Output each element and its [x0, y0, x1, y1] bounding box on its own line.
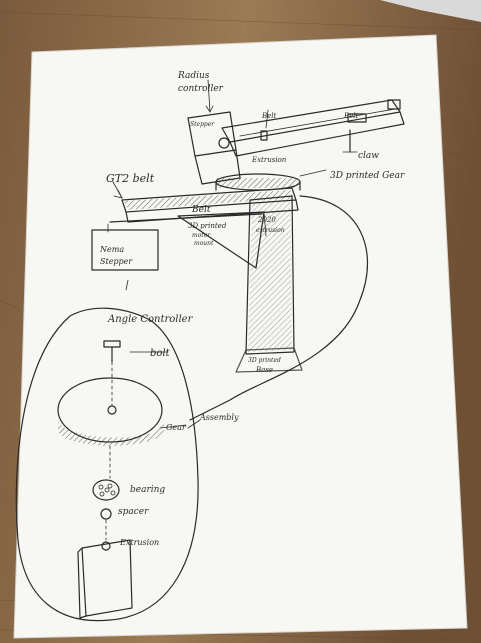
- label-extrusion-top: Extrusion: [251, 156, 287, 164]
- label-motor-mount-3: mount: [194, 240, 214, 247]
- label-controller: controller: [178, 84, 224, 94]
- label-claw: claw: [358, 151, 379, 161]
- label-2020-1: 2020: [257, 216, 276, 224]
- label-stepper: Stepper: [190, 121, 215, 128]
- label-belt-top2: Belt: [343, 112, 359, 120]
- label-gear: Gear: [166, 423, 187, 432]
- label-radius: Radius: [177, 71, 210, 81]
- label-belt-mid: Belt: [191, 205, 211, 215]
- label-belt-top1: Belt: [261, 112, 277, 120]
- label-assembly: Assembly: [199, 413, 239, 422]
- label-gt2-belt: GT2 belt: [106, 172, 155, 185]
- label-bolt: bolt: [150, 348, 171, 359]
- label-motor-mount-2: motor: [192, 232, 211, 239]
- label-spacer: spacer: [118, 507, 149, 517]
- label-base-2: Base: [255, 366, 273, 374]
- label-2020-2: extrusion: [256, 227, 285, 234]
- label-base-1: 3D printed: [248, 357, 281, 364]
- label-nema: Nema: [99, 245, 124, 254]
- label-nema-stepper: Stepper: [100, 257, 133, 266]
- label-motor-mount-1: 3D printed: [188, 222, 227, 230]
- label-extrusion-bottom: Extrusion: [119, 538, 159, 547]
- white-object-corner: [380, 0, 481, 22]
- assembly-drawing: [15, 307, 201, 622]
- arm-drawing: [91, 79, 405, 421]
- label-3d-gear: 3D printed Gear: [330, 171, 405, 181]
- label-bearing: bearing: [130, 485, 165, 495]
- handwritten-labels: Radius controller Stepper Belt Belt Extr…: [99, 71, 405, 547]
- paper-sheet: [13, 34, 468, 639]
- label-angle-controller: Angle Controller: [107, 314, 194, 325]
